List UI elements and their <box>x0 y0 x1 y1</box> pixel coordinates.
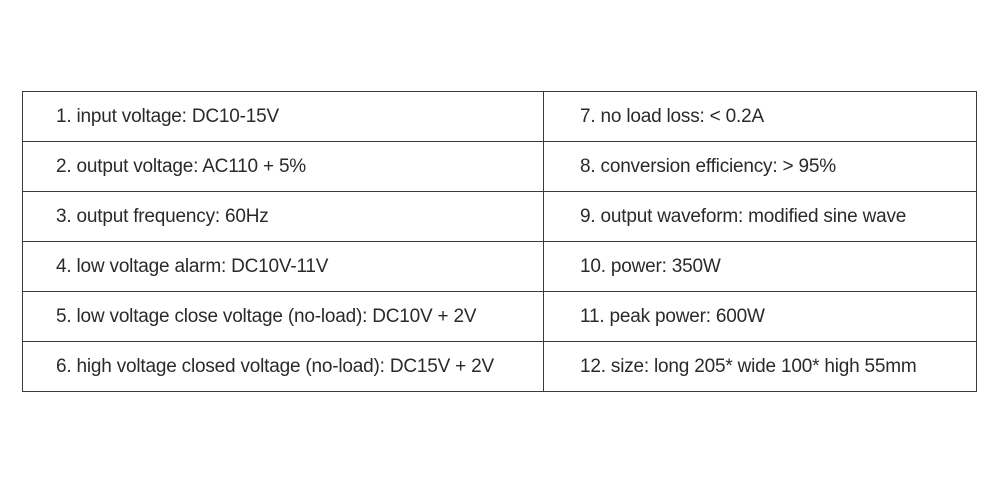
table-row: 3. output frequency: 60Hz 9. output wave… <box>22 191 977 242</box>
spec-table: 1. input voltage: DC10-15V 7. no load lo… <box>22 91 977 392</box>
spec-cell-size: 12. size: long 205* wide 100* high 55mm <box>543 341 977 392</box>
spec-cell-power: 10. power: 350W <box>543 241 977 292</box>
spec-cell-conversion-efficiency: 8. conversion efficiency: > 95% <box>543 141 977 192</box>
spec-cell-peak-power: 11. peak power: 600W <box>543 291 977 342</box>
table-row: 4. low voltage alarm: DC10V-11V 10. powe… <box>22 241 977 292</box>
spec-cell-output-voltage: 2. output voltage: AC110 + 5% <box>22 141 544 192</box>
spec-cell-input-voltage: 1. input voltage: DC10-15V <box>22 91 544 142</box>
spec-cell-no-load-loss: 7. no load loss: < 0.2A <box>543 91 977 142</box>
table-row: 5. low voltage close voltage (no-load): … <box>22 291 977 342</box>
table-row: 6. high voltage closed voltage (no-load)… <box>22 341 977 392</box>
table-row: 1. input voltage: DC10-15V 7. no load lo… <box>22 91 977 142</box>
spec-cell-low-voltage-close: 5. low voltage close voltage (no-load): … <box>22 291 544 342</box>
spec-cell-output-frequency: 3. output frequency: 60Hz <box>22 191 544 242</box>
table-row: 2. output voltage: AC110 + 5% 8. convers… <box>22 141 977 192</box>
spec-cell-high-voltage-close: 6. high voltage closed voltage (no-load)… <box>22 341 544 392</box>
spec-cell-output-waveform: 9. output waveform: modified sine wave <box>543 191 977 242</box>
spec-cell-low-voltage-alarm: 4. low voltage alarm: DC10V-11V <box>22 241 544 292</box>
